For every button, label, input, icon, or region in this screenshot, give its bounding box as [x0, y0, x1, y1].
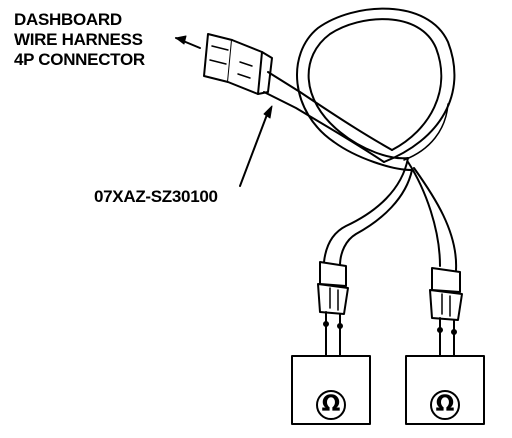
ohmmeter-icon: [405, 355, 485, 425]
callout-line-3: 4P CONNECTOR: [14, 50, 145, 69]
ohmmeter-icon: [291, 355, 371, 425]
part-number-label: 07XAZ-SZ30100: [94, 187, 218, 206]
connector-leader-arrow: [175, 35, 201, 49]
right-branch-cable: [407, 161, 458, 271]
4p-connector-icon: [203, 33, 273, 95]
harness-cable: [263, 71, 393, 163]
ohm-symbol: Ω: [435, 392, 455, 417]
test-probe-icon: [429, 267, 463, 357]
callout-line-2: WIRE HARNESS: [14, 30, 143, 49]
harness-loop: [296, 7, 456, 171]
connector-callout-label: DASHBOARD WIRE HARNESS 4P CONNECTOR: [14, 10, 145, 70]
callout-line-1: DASHBOARD: [14, 10, 122, 29]
test-probe-icon: [317, 261, 349, 357]
left-branch-cable: [323, 157, 413, 267]
ohm-symbol: Ω: [321, 392, 341, 417]
part-number-leader: [239, 105, 273, 187]
